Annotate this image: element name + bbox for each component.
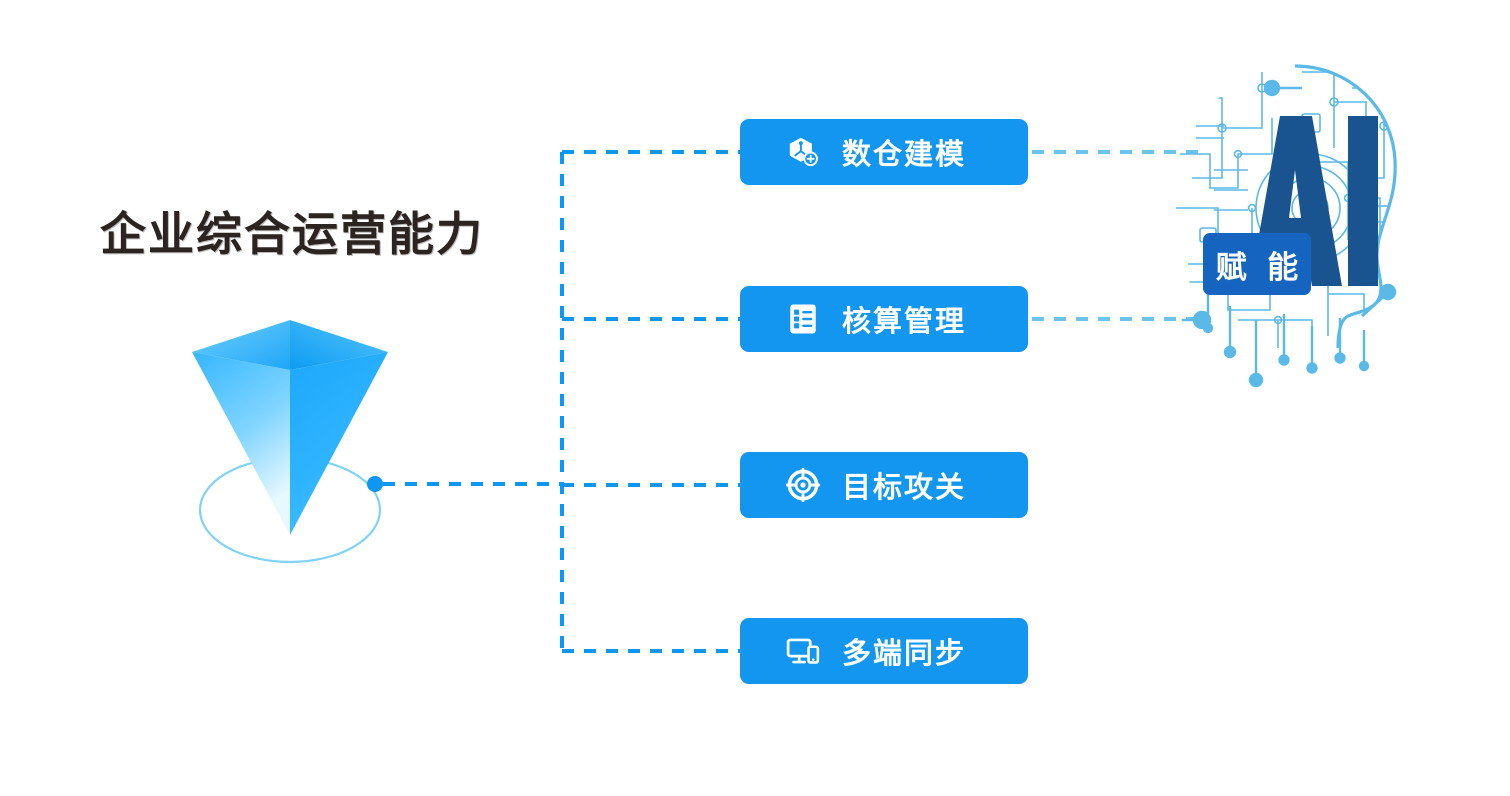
target-crosshair-icon (786, 468, 820, 502)
capability-pill-data-warehouse[interactable]: 数仓建模 (740, 119, 1028, 185)
ai-badge-label: 赋 能 (1215, 249, 1305, 285)
page-title: 企业综合运营能力 (100, 208, 484, 260)
circuit-legs (1182, 79, 1397, 388)
ai-circuit-head-graphic (1174, 64, 1397, 388)
capability-pill-label: 核算管理 (842, 306, 967, 338)
capability-pill-label: 目标攻关 (842, 472, 967, 504)
capability-pill-accounting[interactable]: 核算管理 (740, 286, 1028, 352)
accounting-list-document-icon (790, 304, 816, 334)
capability-pill-label: 多端同步 (842, 638, 967, 670)
data-warehouse-cube-add-icon (789, 137, 818, 167)
ai-enable-badge: 赋 能 (1203, 233, 1311, 295)
multi-device-sync-icon (786, 638, 820, 664)
capability-pill-multi-device[interactable]: 多端同步 (740, 618, 1028, 684)
inverted-pyramid-emblem (192, 320, 388, 564)
capability-pill-label: 数仓建模 (842, 139, 967, 171)
capability-pill-target[interactable]: 目标攻关 (740, 452, 1028, 518)
